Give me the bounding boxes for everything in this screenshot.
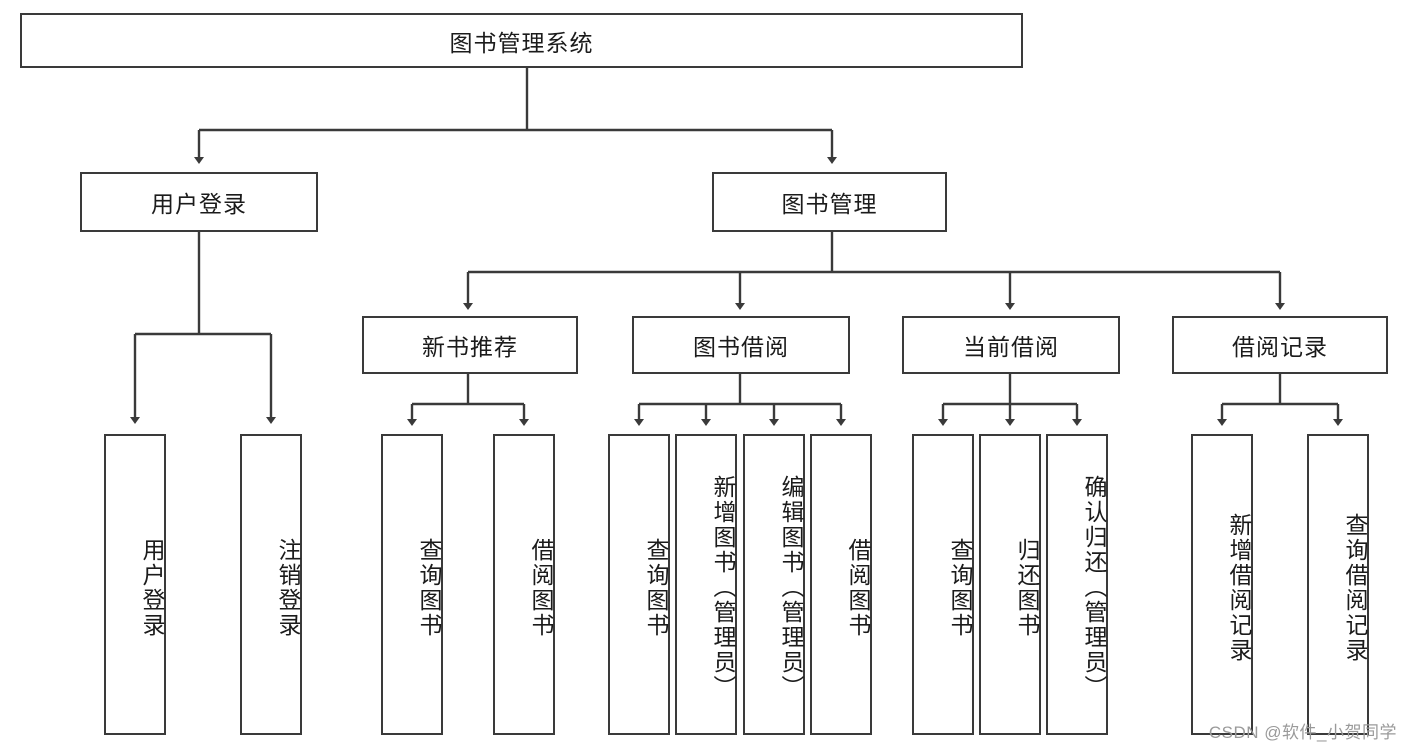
leaf-new-book-query-book[interactable]: 查询图书 [381, 434, 443, 735]
node-label: 归还图书 [1014, 537, 1040, 638]
node-label: 用户登录 [139, 537, 165, 638]
leaf-book-borrow-edit-book-admin[interactable]: 编辑图书（管理员） [743, 434, 805, 735]
node-label: 查询借阅记录 [1342, 512, 1368, 663]
node-label: 新书推荐 [422, 334, 518, 360]
node-borrow-record[interactable]: 借阅记录 [1172, 316, 1388, 374]
leaf-borrow-record-add-record[interactable]: 新增借阅记录 [1191, 434, 1253, 735]
node-label: 借阅图书 [528, 537, 554, 638]
leaf-user-login[interactable]: 用户登录 [104, 434, 166, 735]
node-label: 借阅图书 [845, 537, 871, 638]
node-label: 新增借阅记录 [1226, 512, 1252, 663]
node-label: 图书借阅 [693, 334, 789, 360]
node-label: 图书管理系统 [449, 29, 594, 56]
node-label: 图书管理 [781, 191, 878, 217]
leaf-current-borrow-confirm-return-admin[interactable]: 确认归还（管理员） [1046, 434, 1108, 735]
node-label: 用户登录 [151, 191, 247, 217]
node-book-management[interactable]: 图书管理 [712, 172, 947, 232]
leaf-book-borrow-add-book-admin[interactable]: 新增图书（管理员） [675, 434, 737, 735]
node-root-book-management-system[interactable]: 图书管理系统 [20, 13, 1023, 68]
node-label: 查询图书 [416, 537, 442, 638]
node-label: 新增图书（管理员） [710, 475, 736, 700]
node-label: 当前借阅 [963, 334, 1059, 360]
node-new-book-recommend[interactable]: 新书推荐 [362, 316, 578, 374]
leaf-borrow-record-query-record[interactable]: 查询借阅记录 [1307, 434, 1369, 735]
leaf-current-borrow-query-book[interactable]: 查询图书 [912, 434, 974, 735]
node-book-borrow[interactable]: 图书借阅 [632, 316, 850, 374]
node-label: 编辑图书（管理员） [778, 475, 804, 700]
node-label: 注销登录 [275, 537, 301, 638]
node-label: 查询图书 [947, 537, 973, 638]
node-label: 借阅记录 [1232, 334, 1328, 360]
leaf-book-borrow-query-book[interactable]: 查询图书 [608, 434, 670, 735]
leaf-book-borrow-borrow-book[interactable]: 借阅图书 [810, 434, 872, 735]
node-user-login[interactable]: 用户登录 [80, 172, 318, 232]
node-current-borrow[interactable]: 当前借阅 [902, 316, 1120, 374]
leaf-new-book-borrow-book[interactable]: 借阅图书 [493, 434, 555, 735]
watermark-csdn: CSDN @软件_小贺同学 [1208, 723, 1397, 742]
node-label: 确认归还（管理员） [1081, 475, 1107, 700]
leaf-current-borrow-return-book[interactable]: 归还图书 [979, 434, 1041, 735]
node-label: 查询图书 [643, 537, 669, 638]
leaf-logout[interactable]: 注销登录 [240, 434, 302, 735]
